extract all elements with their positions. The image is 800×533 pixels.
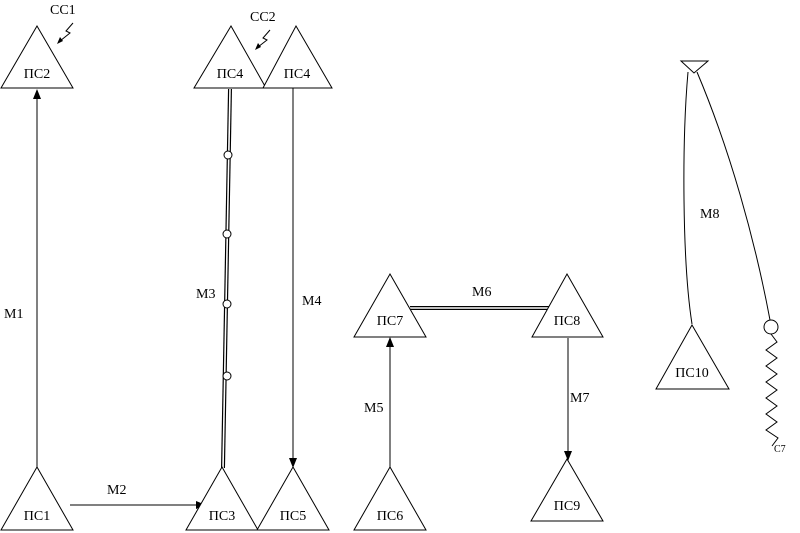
link-m8: М8 [679, 60, 779, 447]
link-m5-label: М5 [364, 401, 383, 416]
node-pc10-label: ПС10 [675, 366, 708, 381]
node-pc6-label: ПС6 [377, 509, 403, 524]
link-m2: М2 [70, 483, 206, 509]
link-m6: М6 [410, 285, 550, 310]
link-m8-top-triangle [679, 60, 710, 74]
node-pc4-right: ПС4 [262, 24, 333, 89]
node-pc9-label: ПС9 [554, 499, 580, 514]
link-m3-marker [222, 229, 232, 239]
node-pc2: ПС2 [0, 25, 74, 89]
node-pc8-label: ПС8 [554, 314, 580, 329]
link-m4-label: М4 [302, 294, 321, 309]
node-pc9: ПС9 [530, 458, 604, 522]
link-m2-label: М2 [107, 483, 126, 498]
link-m4: М4 [289, 88, 321, 468]
node-pc6: ПС6 [353, 465, 427, 531]
link-m8-label: М8 [700, 207, 719, 222]
node-pc2-label: ПС2 [24, 67, 50, 82]
annotation-cc2-label: СС2 [250, 10, 276, 25]
node-pc4-right-label: ПС4 [284, 67, 310, 82]
link-m3-label: М3 [196, 287, 215, 302]
node-pc1: ПС1 [0, 465, 74, 531]
annotation-c7-label: С7 [774, 444, 786, 455]
link-m7-label: М7 [570, 391, 589, 406]
annotation-cc1-label: СС1 [50, 3, 76, 18]
link-m3-marker [223, 150, 233, 160]
node-pc8: ПС8 [531, 272, 604, 338]
link-m3-marker [222, 299, 232, 309]
link-m8-terminal-ball [763, 319, 779, 335]
link-m3: М3 [196, 88, 233, 469]
node-pc3-label: ПС3 [209, 509, 235, 524]
node-pc10: ПС10 [655, 323, 730, 390]
node-pc4-left: ПС4 [193, 25, 267, 89]
link-m1: М1 [4, 89, 41, 468]
annotation-cc1: СС1 [50, 3, 76, 44]
link-m7: М7 [564, 338, 589, 461]
node-pc7: ПС7 [353, 272, 427, 338]
link-m5: М5 [364, 337, 394, 468]
node-pc5-label: ПС5 [280, 509, 306, 524]
link-m1-label: М1 [4, 307, 23, 322]
node-pc7-label: ПС7 [377, 314, 403, 329]
node-pc3: ПС3 [185, 465, 259, 531]
node-pc1-label: ПС1 [24, 509, 50, 524]
annotation-c7: С7 [774, 444, 786, 455]
annotation-cc2: СС2 [250, 10, 276, 50]
link-m3-marker [222, 371, 232, 381]
node-pc5: ПС5 [256, 465, 330, 531]
lightning-arrow-icon [257, 29, 271, 48]
link-m6-label: М6 [472, 285, 491, 300]
node-pc4-left-label: ПС4 [217, 67, 243, 82]
lightning-arrow-icon [59, 22, 74, 42]
